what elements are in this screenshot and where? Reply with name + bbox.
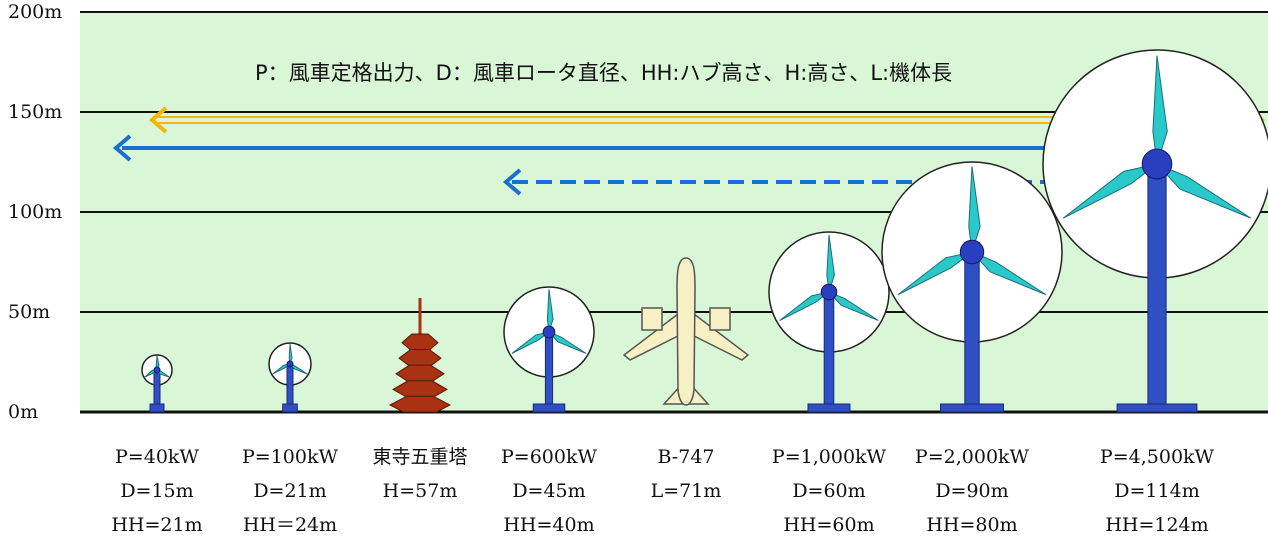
turbine-blade: [1152, 55, 1168, 165]
turbine-blade: [1062, 163, 1158, 219]
turbine-tower: [544, 331, 554, 413]
airplane: [622, 257, 750, 406]
airplane-engine: [641, 307, 663, 331]
turbine-tower: [1147, 163, 1167, 413]
arrow-head-left: [148, 106, 168, 134]
legend-text: P：風車定格出力、D：風車ロータ直径、HH:ハブ高さ、H:高さ、L:機体長: [255, 61, 952, 85]
caption-line: P=100kW: [241, 446, 339, 468]
turbine-hub: [153, 366, 161, 374]
pagoda-tier: [388, 395, 452, 413]
y-tick-label: 200m: [8, 1, 62, 23]
caption-line: HH=124m: [1105, 514, 1209, 536]
turbine-blade: [968, 166, 981, 253]
pagoda: [388, 298, 452, 413]
pagoda-tier: [392, 380, 448, 397]
turbine-tower: [823, 291, 835, 413]
turbine-base: [532, 403, 566, 413]
caption-line: HH=21m: [111, 514, 203, 536]
turbine-tower: [964, 251, 980, 413]
turbine-base: [149, 403, 165, 413]
caption-line: P=1,000kW: [771, 446, 887, 468]
y-tick-label: 150m: [8, 101, 62, 123]
turbine-base: [1116, 403, 1198, 413]
turbine-blade: [511, 331, 550, 354]
turbine-base: [940, 403, 1004, 413]
arrow-head-left: [502, 168, 522, 196]
turbine-blade: [548, 331, 587, 354]
pagoda-tier: [395, 364, 445, 382]
turbine-hub: [1141, 148, 1173, 180]
turbine-blade: [828, 291, 879, 321]
turbine-blade: [289, 363, 308, 375]
caption-line: P=40kW: [115, 446, 199, 468]
wind-turbine: [141, 354, 173, 413]
turbine-blade: [288, 343, 293, 365]
turbine-blade: [971, 251, 1047, 296]
turbine-hub: [820, 283, 838, 301]
caption-line: D=15m: [120, 480, 194, 502]
wind-turbine: [503, 286, 595, 413]
caption-line: HH=40m: [503, 514, 595, 536]
wind-turbine: [1042, 49, 1268, 413]
arrow-head-left: [112, 134, 132, 162]
turbine-hub: [542, 325, 556, 339]
y-tick-label: 100m: [8, 201, 62, 223]
turbine-blade: [897, 251, 973, 296]
caption-line: D=114m: [1114, 480, 1200, 502]
caption-line: D=60m: [792, 480, 866, 502]
turbine-blade: [272, 363, 291, 375]
turbine-hub: [286, 360, 294, 368]
turbine-hub: [959, 239, 985, 265]
turbine-blade: [779, 291, 830, 321]
caption-line: D=21m: [253, 480, 327, 502]
objects: [141, 49, 1268, 413]
turbine-blade: [1156, 163, 1252, 219]
airplane-engine: [709, 307, 731, 331]
wind-turbine: [268, 342, 312, 413]
caption-line: B-747: [657, 446, 715, 468]
airplane-fuselage: [676, 257, 696, 406]
caption-line: L=71m: [650, 480, 722, 502]
turbine-blade: [826, 234, 835, 293]
y-tick-label: 50m: [8, 301, 50, 323]
turbine-base: [807, 403, 851, 413]
caption-line: P=4,500kW: [1099, 446, 1215, 468]
turbine-blade: [546, 289, 554, 333]
caption-line: HH=80m: [926, 514, 1018, 536]
item-caption: 東寺五重塔 H=57m: [372, 440, 467, 508]
turbine-base: [282, 403, 298, 413]
wind-turbine: [881, 161, 1063, 413]
y-tick-label: 0m: [8, 401, 38, 423]
caption-line: 東寺五重塔: [372, 446, 468, 468]
caption-line: D=90m: [935, 480, 1009, 502]
wind-turbine: [768, 231, 890, 413]
caption-line: HH=60m: [783, 514, 875, 536]
y-axis-labels: 200m 150m 100m 50m 0m: [8, 1, 62, 423]
caption-line: P=600kW: [500, 446, 598, 468]
caption-line: P=2,000kW: [914, 446, 1030, 468]
caption-line: HH＝24m: [242, 514, 338, 536]
caption-line: D=45m: [512, 480, 586, 502]
caption-line: H=57m: [382, 480, 458, 502]
